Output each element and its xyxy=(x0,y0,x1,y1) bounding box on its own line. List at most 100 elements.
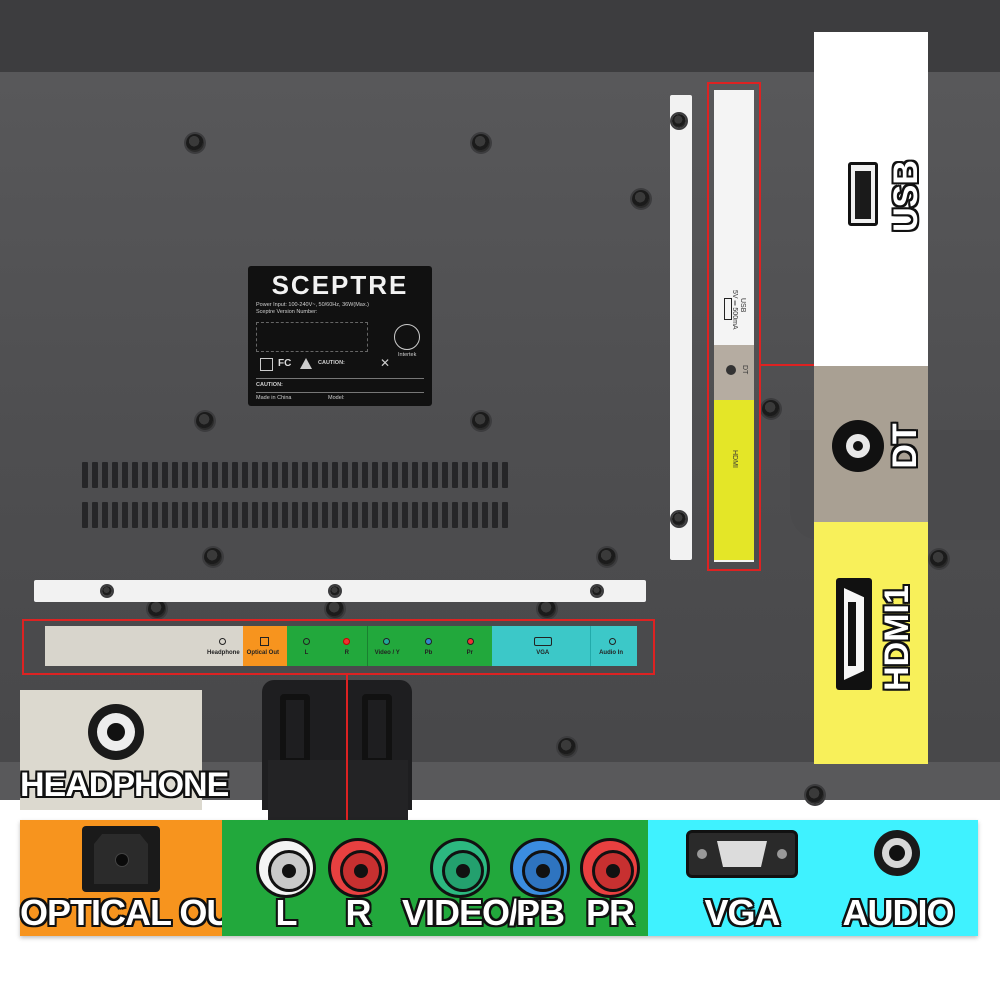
vent-slot xyxy=(502,462,508,488)
vent-slot xyxy=(152,462,158,488)
screw xyxy=(472,412,490,430)
vent-row xyxy=(82,502,508,528)
vent-slot xyxy=(282,502,288,528)
usb-callout-label: USB xyxy=(887,160,925,232)
screw xyxy=(762,400,780,418)
strip-optical-label: Optical Out xyxy=(246,650,280,656)
vent-slot xyxy=(322,462,328,488)
vga-screw xyxy=(777,849,787,859)
model-text: Model: xyxy=(328,395,345,401)
vent-slot xyxy=(402,502,408,528)
vent-slot xyxy=(212,502,218,528)
vent-slot xyxy=(322,502,328,528)
audio-r-dot-icon xyxy=(342,638,350,645)
stand-bracket xyxy=(362,694,392,764)
usb-callout: USB xyxy=(814,32,928,366)
optical-out-callout: OPTICAL OUT xyxy=(20,820,253,936)
analog-av-callout: L R VIDEO/Y PB PR xyxy=(222,820,648,936)
vent-slot xyxy=(432,502,438,528)
vent-slot xyxy=(272,502,278,528)
vent-slot xyxy=(372,462,378,488)
highlight-frame-side xyxy=(707,82,761,571)
highlight-frame-bottom xyxy=(22,619,655,675)
coax-jack-icon xyxy=(832,420,884,472)
vent-slot xyxy=(382,462,388,488)
r-callout-label: R xyxy=(345,892,372,933)
vent-slot xyxy=(222,462,228,488)
audio-l-jack-icon xyxy=(256,838,316,898)
strip-divider xyxy=(366,626,368,666)
vent-slot xyxy=(362,462,368,488)
vent-slot xyxy=(412,462,418,488)
vent-slot xyxy=(362,502,368,528)
strip-optical-section: Optical Out xyxy=(242,626,287,666)
double-insulation-icon xyxy=(260,358,273,371)
screw xyxy=(330,586,340,596)
vent-slot xyxy=(302,462,308,488)
mount-rail-horizontal xyxy=(34,580,646,602)
vent-slot xyxy=(162,462,168,488)
vent-slot xyxy=(262,462,268,488)
screw xyxy=(558,738,576,756)
brand-logo: SCEPTRE xyxy=(271,270,409,300)
pc-input-callout: VGA AUDIO xyxy=(648,820,978,936)
highlight-connector xyxy=(761,364,816,366)
headphone-callout-label: HEADPHONE xyxy=(20,766,229,804)
vent-slot xyxy=(292,462,298,488)
vent-slot xyxy=(182,462,188,488)
dt-callout: DT xyxy=(814,366,928,522)
vent-slot xyxy=(302,502,308,528)
strip-pb-label: Pb xyxy=(424,650,433,656)
vent-slot xyxy=(402,462,408,488)
warning-icon xyxy=(300,358,312,369)
caution-title: CAUTION: xyxy=(318,360,345,366)
vent-slot xyxy=(242,462,248,488)
vent-slot xyxy=(492,462,498,488)
optical-port-hole xyxy=(115,853,129,867)
screw xyxy=(598,548,616,566)
vent-slot xyxy=(232,502,238,528)
power-input-text: Power Input: 100-240V~, 50/60Hz, 36W(Max… xyxy=(256,302,369,308)
video-dot-icon xyxy=(382,638,390,645)
vent-slot xyxy=(422,462,428,488)
side-hdmi-section: HDMI xyxy=(714,400,754,560)
strip-analog-section: L R Video / Y Pb Pr xyxy=(286,626,493,666)
vent-slot xyxy=(412,502,418,528)
vent-slot xyxy=(212,462,218,488)
caution-text: CAUTION: xyxy=(256,382,283,388)
vent-slot xyxy=(192,502,198,528)
vent-slot xyxy=(482,462,488,488)
vga-port-icon xyxy=(686,830,798,878)
vent-slot xyxy=(442,462,448,488)
vent-slot xyxy=(432,462,438,488)
vent-slot xyxy=(152,502,158,528)
vent-slot xyxy=(342,502,348,528)
vent-slot xyxy=(442,502,448,528)
screw xyxy=(672,114,686,128)
strip-audio-in-label: Audio In xyxy=(599,650,624,656)
vent-slot xyxy=(112,462,118,488)
strip-pr-label: Pr xyxy=(466,650,473,656)
audio-in-dot-icon xyxy=(609,638,617,645)
audio-jack-icon xyxy=(874,830,920,876)
mount-rail-vertical xyxy=(670,95,692,560)
vent-slot xyxy=(332,462,338,488)
vent-slot xyxy=(382,502,388,528)
usb-tongue xyxy=(855,171,871,219)
strip-vga-section: VGA xyxy=(492,626,591,666)
vent-slot xyxy=(292,502,298,528)
usb-port-icon xyxy=(724,298,732,320)
side-dt-section: DT xyxy=(714,345,754,400)
vent-slot xyxy=(422,502,428,528)
dt-jack-icon xyxy=(726,365,736,375)
vga-callout-label: VGA xyxy=(704,892,780,933)
hdmi-port-icon xyxy=(836,578,872,690)
pb-jack-icon xyxy=(510,838,570,898)
vent-slot xyxy=(252,462,258,488)
vent-slot xyxy=(282,462,288,488)
vent-slot xyxy=(502,502,508,528)
vent-slot xyxy=(202,502,208,528)
screw xyxy=(148,600,166,618)
made-in-text: Made in China xyxy=(256,395,292,401)
vent-slot xyxy=(172,502,178,528)
